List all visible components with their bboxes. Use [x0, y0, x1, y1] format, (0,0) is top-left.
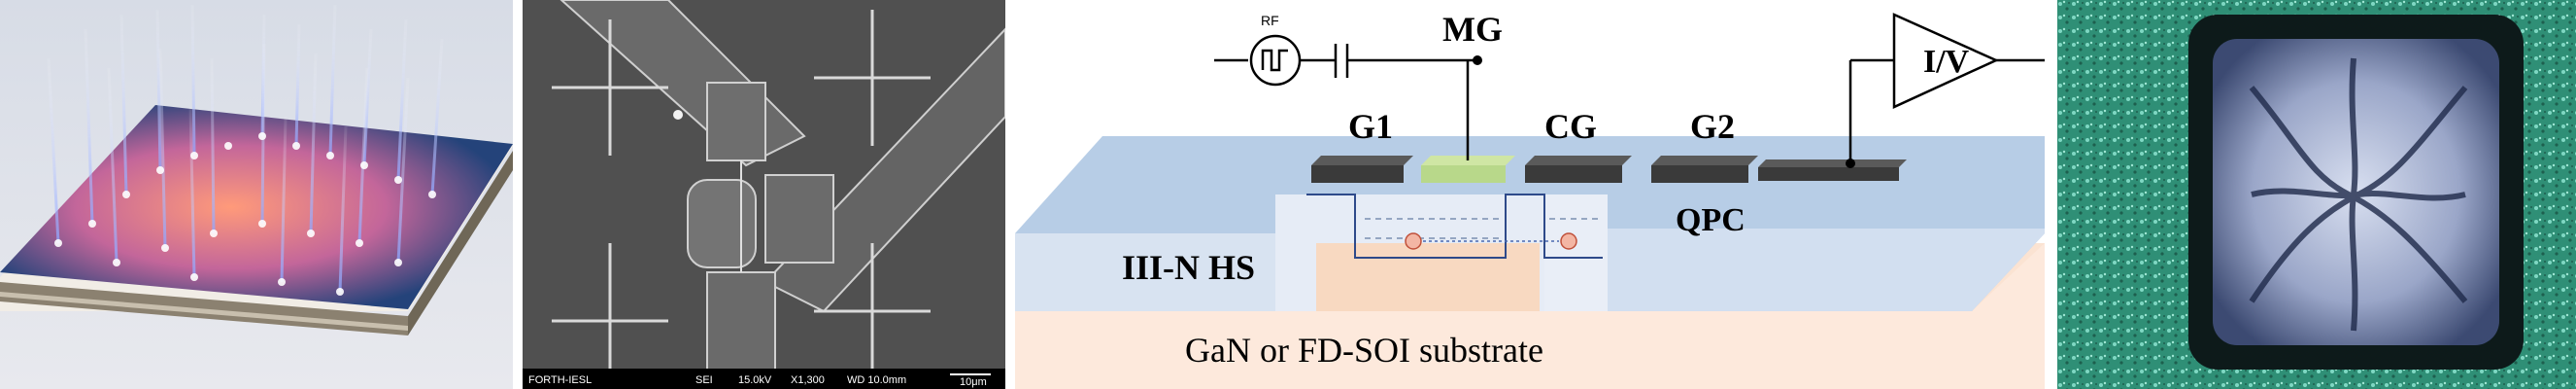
sem-lab-label: FORTH-IESL: [528, 374, 592, 386]
sem-magnification: X1,300: [791, 374, 825, 386]
g2-label: G2: [1690, 107, 1735, 146]
gate-cg: [1525, 165, 1622, 183]
hs-label: III-N HS: [1122, 248, 1255, 287]
electron-dot: [1560, 232, 1577, 250]
optical-micrograph: [2057, 0, 2576, 389]
drain-contact: [1758, 167, 1899, 181]
sem-detector: SEI: [695, 374, 713, 386]
electron-dot: [1405, 232, 1422, 250]
mg-label: MG: [1442, 10, 1503, 49]
qpc-label: QPC: [1676, 202, 1746, 238]
cg-label: CG: [1544, 107, 1597, 146]
iv-label: I/V: [1923, 44, 1970, 80]
substrate-label: GaN or FD-SOI substrate: [1185, 331, 1543, 370]
sem-scale: 10μm: [960, 376, 987, 388]
sem-info-bar: FORTH-IESL SEI 15.0kV X1,300 WD 10.0mm 1…: [523, 369, 1005, 389]
sem-voltage: 15.0kV: [738, 374, 772, 386]
quantum-array-render: [0, 0, 513, 389]
g1-label: G1: [1348, 107, 1393, 146]
potential-profile: [1306, 194, 1603, 259]
sem-image: FORTH-IESL SEI 15.0kV X1,300 WD 10.0mm 1…: [523, 0, 1005, 389]
rf-label: RF: [1261, 13, 1279, 28]
gate-g2: [1651, 165, 1748, 183]
micrograph-image: [2057, 0, 2576, 389]
quantum-array-illustration: [0, 0, 513, 389]
device-schematic: RF MG I/V G1 CG G2 QPC III-N HS GaN or F…: [1015, 0, 2045, 389]
gate-g1: [1311, 165, 1404, 183]
device-diagram: RF MG I/V G1 CG G2 QPC III-N HS GaN or F…: [1015, 10, 2045, 389]
sem-micrograph: FORTH-IESL SEI 15.0kV X1,300 WD 10.0mm 1…: [523, 0, 1005, 389]
gate-mg: [1421, 165, 1506, 183]
sem-working-distance: WD 10.0mm: [847, 374, 906, 386]
